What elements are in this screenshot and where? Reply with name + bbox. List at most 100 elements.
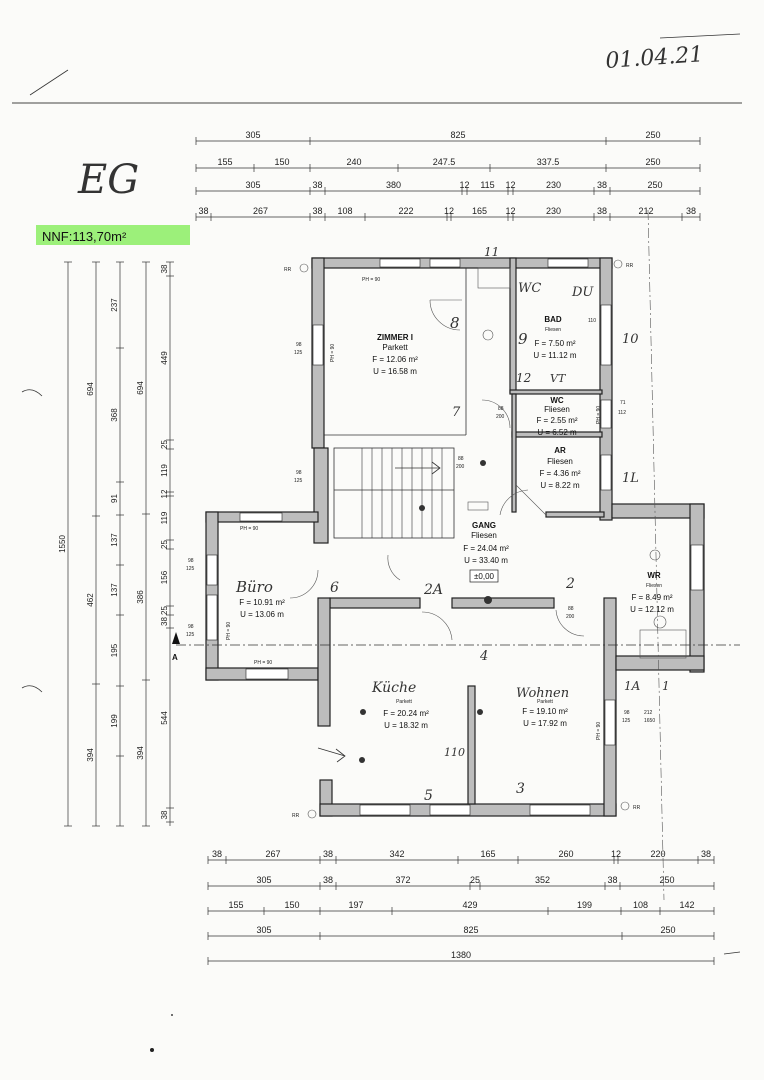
bottom-dim-row-2-value-5: 108 <box>633 900 648 910</box>
room-zimmer-area: F = 12.06 m² <box>372 355 418 364</box>
hand-du: DU <box>571 285 594 300</box>
top-dim-row-1-value-4: 337.5 <box>537 157 560 167</box>
top-dim-row-3-value-7: 12 <box>505 206 515 216</box>
bottom-dim-row-0-value-3: 342 <box>389 849 404 859</box>
left-dim-row-4-value-5: 119 <box>160 511 169 524</box>
window-buero-west <box>206 554 218 586</box>
top-dim-row-0-value-0: 305 <box>245 130 260 140</box>
door-gang-swing <box>387 554 401 581</box>
top-dim-row-3-value-3: 108 <box>337 206 352 216</box>
stair-treads <box>361 448 443 538</box>
level-box <box>469 569 499 583</box>
ph-label-buero-south: PH = 90 <box>254 660 272 666</box>
bottom-dim-row-0-value-0: 38 <box>212 849 222 859</box>
bottom-dim-row-1-value-4: 352 <box>535 875 550 885</box>
wall-bad-south <box>509 389 603 395</box>
label-112-wc: 112 <box>618 410 626 416</box>
left-dim-row-4-value-1: 449 <box>160 351 169 365</box>
punch-mark-bottom <box>21 685 43 693</box>
hand-kueche: Küche <box>371 680 416 696</box>
room-wr: WR Fliesen F = 8.49 m² U = 12.12 m <box>630 571 674 614</box>
room-buero: F = 10.91 m² U = 13.06 m <box>239 598 285 619</box>
room-ar: AR Fliesen F = 4.36 m² U = 8.22 m <box>539 446 580 490</box>
top-dim-row-3-value-5: 12 <box>444 206 454 216</box>
hand-num-6: 6 <box>330 580 339 596</box>
hand-buero: Büro <box>235 578 273 596</box>
room-bad-name: BAD <box>544 315 562 324</box>
window-living-east <box>604 699 616 746</box>
bottom-dim-row-0-value-2: 38 <box>323 849 333 859</box>
label-125-buero-2: 125 <box>186 632 195 638</box>
door-living-swing <box>555 609 585 637</box>
bottom-dim-row-4-value-0: 1380 <box>451 950 471 960</box>
ph-label-living: PH = 90 <box>596 722 602 740</box>
wall-kitchen-living <box>467 685 476 805</box>
hand-wc: WC <box>518 281 541 296</box>
rr-label-nw: RR <box>284 267 292 273</box>
top-dim-row-3-value-10: 212 <box>638 206 653 216</box>
bottom-dim-row-2-value-0: 155 <box>228 900 243 910</box>
label-200-living: 200 <box>566 614 575 620</box>
top-dim-row-1-value-2: 240 <box>346 157 361 167</box>
window-buero-south <box>245 668 289 680</box>
door-ar-leaf <box>515 484 547 516</box>
room-wohnen-area: F = 19.10 m² <box>522 707 568 716</box>
label-98-buero-2: 98 <box>188 624 194 630</box>
window-wr-east <box>690 544 704 591</box>
label-98-living: 98 <box>624 710 630 716</box>
top-dim-row-1-value-5: 250 <box>645 157 660 167</box>
ph-label-zimmer-west: PH = 90 <box>330 344 336 362</box>
bottom-dim-row-3-value-2: 250 <box>660 925 675 935</box>
rr-circle-ne <box>613 259 623 269</box>
top-dim-row-3-value-0: 38 <box>198 206 208 216</box>
punch-mark-top <box>21 389 43 397</box>
hand-num-5: 5 <box>424 788 433 804</box>
hand-num-9: 9 <box>518 330 528 348</box>
window-kitchen-south-2 <box>429 804 471 816</box>
label-110-bad: 110 <box>588 318 596 324</box>
window-zimmer-north <box>379 258 421 268</box>
top-dim-row-0-value-2: 250 <box>645 130 660 140</box>
room-gang-name: GANG <box>472 521 496 530</box>
level-label: ±0,00 <box>474 572 495 581</box>
hand-num-7: 7 <box>452 405 461 420</box>
left-dim-row-1-value-1: 462 <box>86 593 95 607</box>
rr-circle-nw <box>299 263 309 273</box>
left-dim-row-2-value-2: 91 <box>110 494 119 503</box>
window-ar-east <box>600 454 612 491</box>
hand-num-12: 12 <box>516 371 531 385</box>
room-wr-floor: Fliesen <box>646 583 662 589</box>
bottom-dim-row-3-value-0: 305 <box>256 925 271 935</box>
date-underline <box>659 33 741 39</box>
scan-speck-2 <box>171 1014 173 1016</box>
room-ar-perimeter: U = 8.22 m <box>540 481 580 490</box>
room-wohnen-perimeter: U = 17.92 m <box>523 719 567 728</box>
wall-stair-west <box>313 447 329 544</box>
top-dim-row-0-value-1: 825 <box>450 130 465 140</box>
label-125-living: 125 <box>622 718 631 724</box>
hand-num-2: 2 <box>565 576 575 592</box>
door-zimmer-swing <box>429 299 461 331</box>
room-zimmer-floor: Parkett <box>382 343 408 352</box>
room-wr-name: WR <box>647 571 661 580</box>
door-buero-swing <box>289 569 319 599</box>
bottom-dim-row-0-value-6: 12 <box>611 849 621 859</box>
wall-kitchen-west <box>317 597 331 727</box>
ph-label-zimmer: PH = 90 <box>362 277 380 283</box>
room-gang-perimeter: U = 33.40 m <box>464 556 508 565</box>
room-kueche-area: F = 20.24 m² <box>383 709 429 718</box>
left-dim-row-2-value-4: 137 <box>110 583 119 597</box>
label-71-wc: 71 <box>620 400 626 406</box>
ph-label-buero-west: PH = 90 <box>226 622 232 640</box>
bottom-dim-row-2-value-4: 199 <box>577 900 592 910</box>
bottom-dim-row-0-value-5: 260 <box>558 849 573 859</box>
label-200-wc: 200 <box>496 414 505 420</box>
room-kueche-perimeter: U = 18.32 m <box>384 721 428 730</box>
corner-pen-mark <box>29 69 69 96</box>
window-buero-north <box>239 512 283 522</box>
wall-gang-south-west <box>329 597 421 609</box>
ph-label-buero-north: PH = 90 <box>240 526 258 532</box>
living-light-icon <box>477 709 483 715</box>
